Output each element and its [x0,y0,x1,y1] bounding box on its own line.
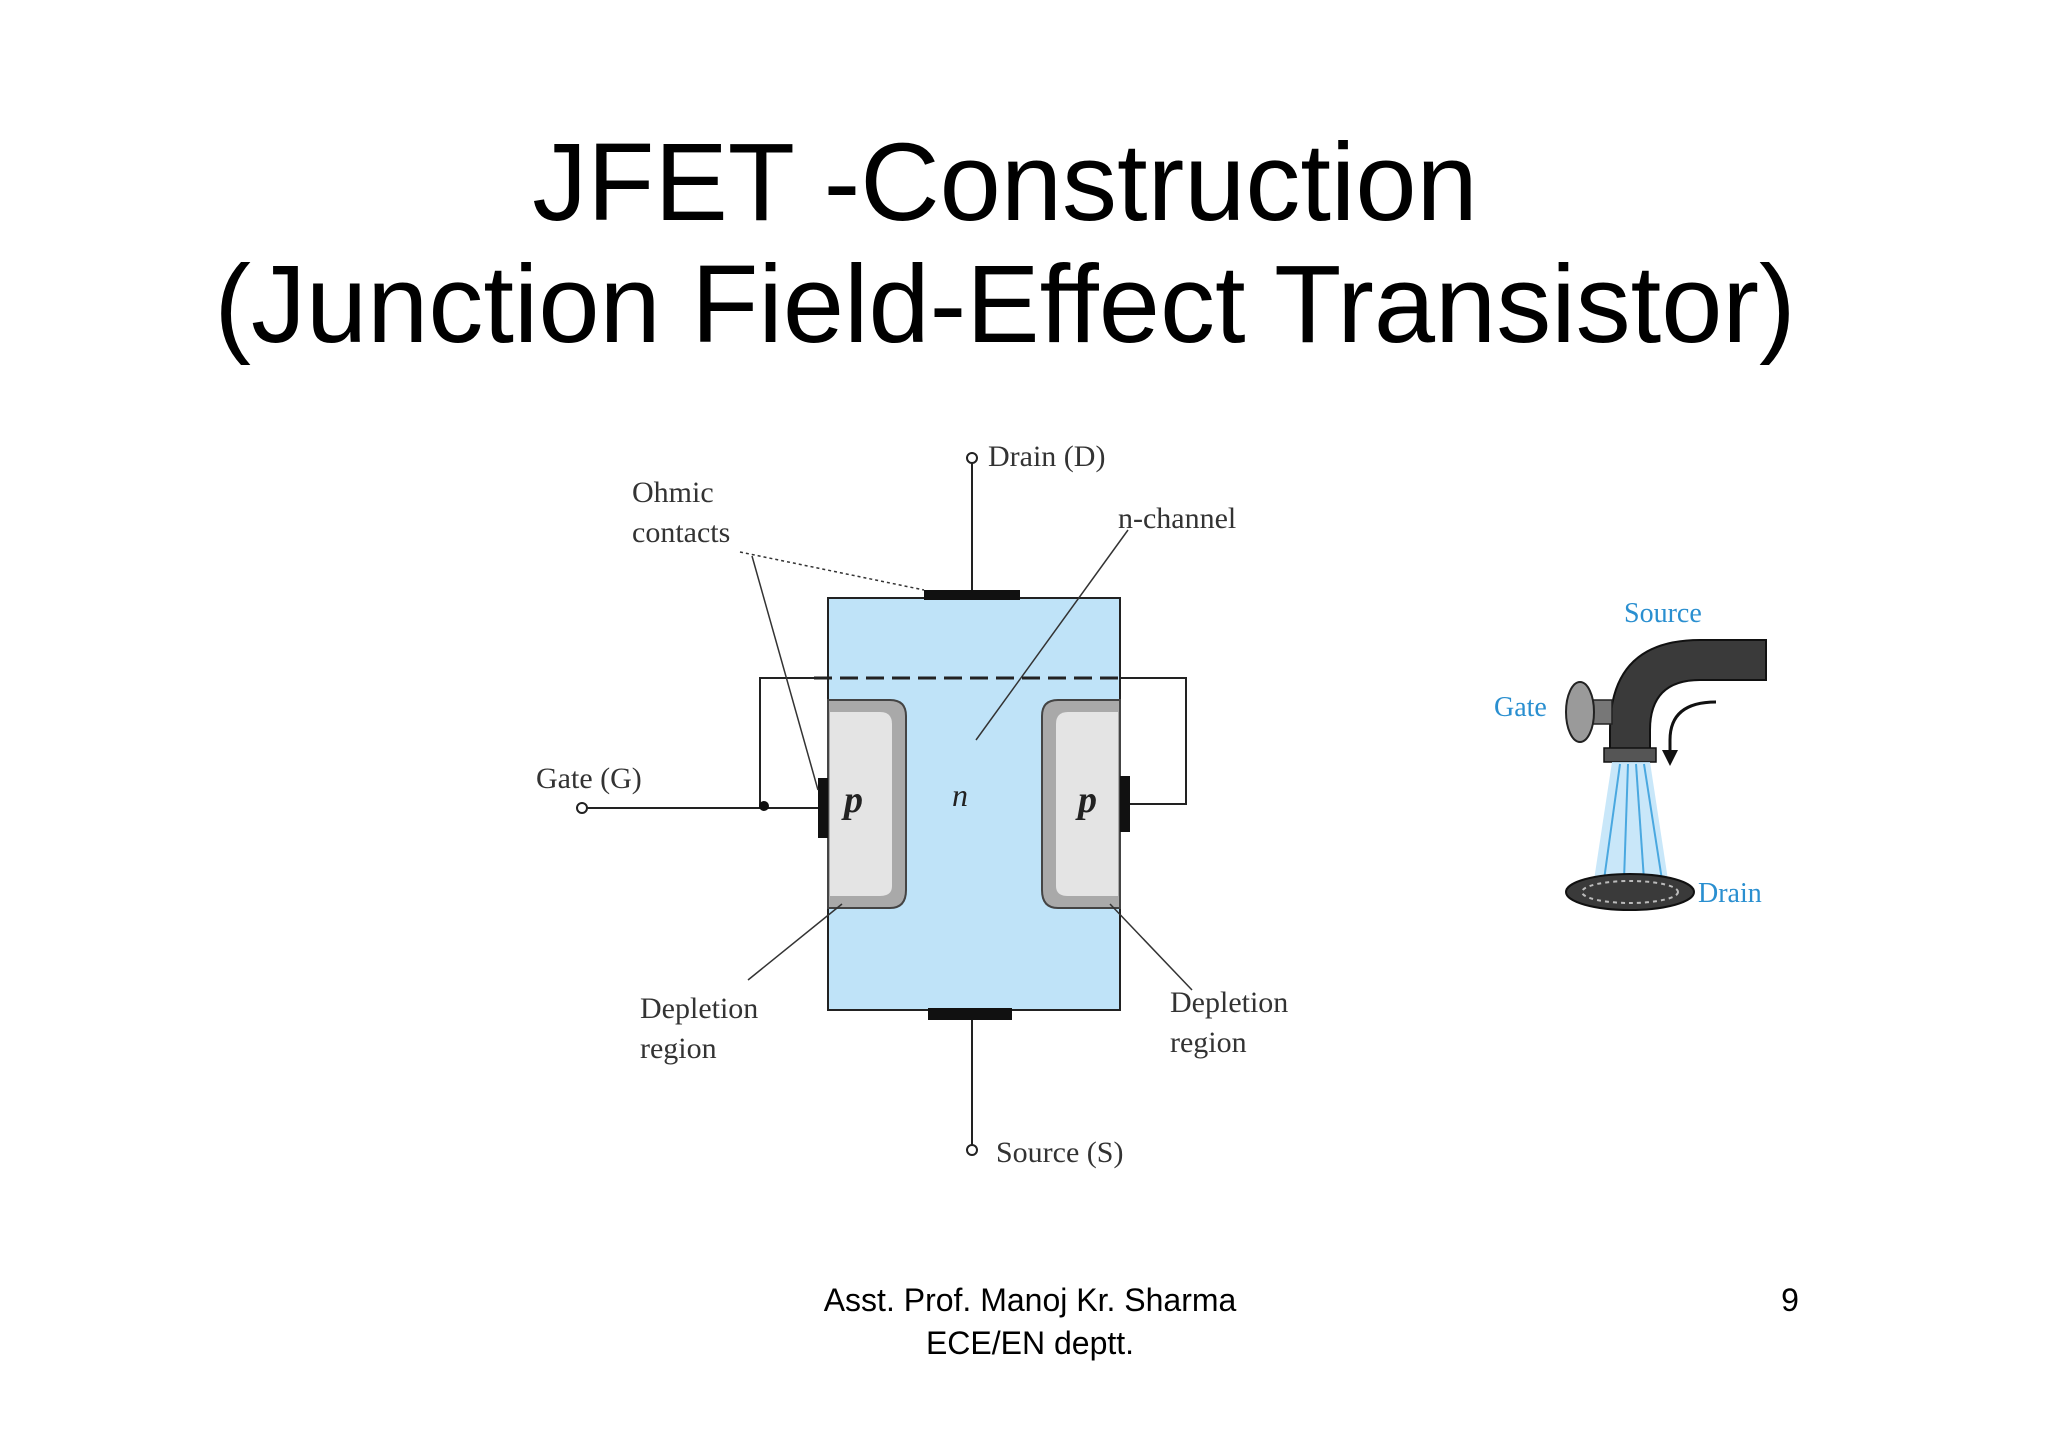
source-contact [928,1008,1012,1020]
source-label: Source (S) [996,1136,1123,1169]
slide-title-line2: (Junction Field-Effect Transistor) [214,243,1796,366]
water-jet-2 [1623,763,1629,881]
gate-junction-dot [759,801,769,811]
depletion-left-line1: Depletion [640,992,758,1025]
p-left-label: p [841,779,863,821]
water-stream [1594,762,1668,880]
ohmic-label-line2: contacts [632,516,730,549]
depletion-left-line2: region [640,1032,717,1065]
drain-grate [1565,873,1695,911]
drain-label: Drain (D) [988,440,1105,473]
depletion-right-line2: region [1170,1026,1247,1059]
n-channel-label: n-channel [1118,502,1236,535]
source-terminal [966,1144,978,1156]
left-gate-contact [818,778,828,838]
gate-wire-right [1120,677,1187,805]
ohmic-leader-1 [739,551,925,591]
slide-title-line1: JFET -Construction [532,121,1478,244]
tap-drain-label: Drain [1698,878,1762,909]
water-jet-1 [1603,763,1621,881]
n-center-label: n [952,777,968,813]
footer-author-line2: ECE/EN deptt. [925,1325,1135,1361]
water-jet-3 [1635,763,1645,881]
drain-contact [924,590,1020,600]
tap-nozzle [1603,747,1657,763]
left-p-region [830,712,892,896]
tap-gate-knob [1565,681,1595,743]
p-right-label: p [1075,779,1097,821]
footer-author-line1: Asst. Prof. Manoj Kr. Sharma [823,1282,1237,1318]
gate-label: Gate (G) [536,762,642,795]
gate-terminal [576,802,588,814]
right-depletion-leader [1109,903,1193,991]
right-gate-contact [1120,776,1130,832]
tap-analogy: Source Gate Drain [1494,598,1767,911]
tap-pipe [1609,639,1767,753]
tap-gate-label: Gate [1494,692,1547,723]
water-jet-4 [1643,763,1663,881]
left-depletion-leader [747,903,843,981]
ohmic-label-line1: Ohmic [632,476,714,509]
gate-wire-left [759,677,818,809]
flow-arrow [1668,700,1717,752]
depletion-right-line1: Depletion [1170,986,1288,1019]
drain-grate-inner [1581,880,1679,904]
right-p-region [1056,712,1118,896]
ohmic-leader-2 [751,555,819,791]
drain-terminal [966,452,978,464]
tap-source-label: Source [1624,598,1702,629]
flow-arrow-head [1662,750,1678,766]
page-number: 9 [1781,1282,1799,1318]
n-channel-leader [975,529,1129,741]
